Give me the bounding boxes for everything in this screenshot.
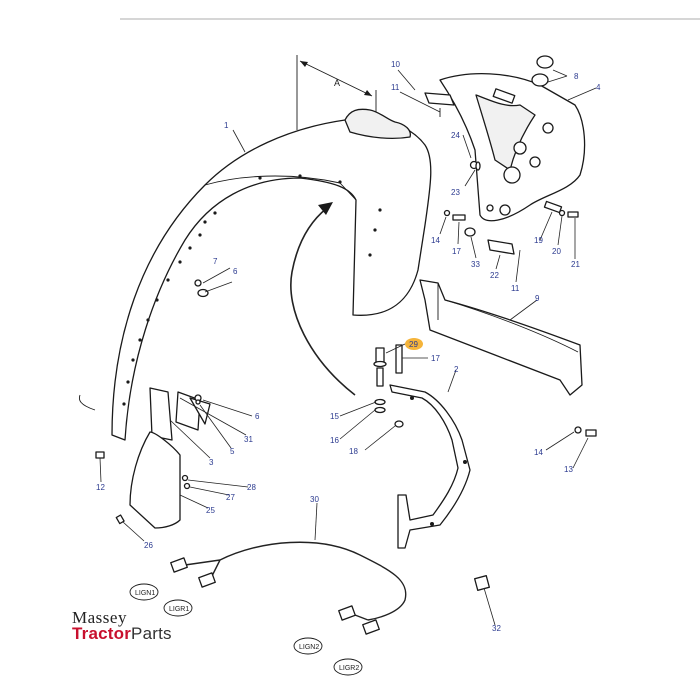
callout-19: 19 bbox=[534, 236, 543, 245]
callout-14: 14 bbox=[431, 236, 440, 245]
callout-31: 31 bbox=[244, 435, 253, 444]
callout-12: 12 bbox=[96, 483, 105, 492]
dimension-label: A bbox=[334, 78, 340, 88]
callout-17: 17 bbox=[431, 354, 440, 363]
callout-33: 33 bbox=[471, 260, 480, 269]
connector-label: LIGN2 bbox=[299, 644, 319, 651]
callout-7: 7 bbox=[213, 257, 218, 266]
callout-27: 27 bbox=[226, 493, 235, 502]
brand-logo-line1: Massey bbox=[72, 608, 127, 627]
callout-2: 2 bbox=[454, 365, 459, 374]
connector-label: LIGR2 bbox=[339, 665, 359, 672]
connector-label: LIGR1 bbox=[169, 606, 189, 613]
callout-10: 10 bbox=[391, 60, 400, 69]
callout-numbers: 1 2 3 4 5 6 6 7 8 9 10 11 11 12 13 14 14… bbox=[96, 60, 601, 633]
bracket-housing-part-4 bbox=[439, 73, 586, 222]
callout-11: 11 bbox=[511, 284, 520, 293]
plates-part-3-5 bbox=[149, 387, 211, 441]
callout-20: 20 bbox=[552, 247, 561, 256]
small-hardware bbox=[95, 160, 597, 591]
callout-3: 3 bbox=[209, 458, 214, 467]
callout-23: 23 bbox=[451, 188, 460, 197]
wiring-harness-part-30 bbox=[170, 541, 407, 635]
callout-8: 8 bbox=[574, 72, 579, 81]
plate-part-10 bbox=[424, 92, 455, 117]
caps-part-8 bbox=[531, 55, 554, 87]
mudflap-part-25 bbox=[129, 431, 181, 529]
callout-32: 32 bbox=[492, 624, 501, 633]
callout-4: 4 bbox=[596, 83, 601, 92]
callout-28: 28 bbox=[247, 483, 256, 492]
callout-6: 6 bbox=[233, 267, 238, 276]
connector-label: LIGN1 bbox=[135, 590, 155, 597]
callout-5: 5 bbox=[230, 447, 235, 456]
callout-6: 6 bbox=[255, 412, 260, 421]
callout-11: 11 bbox=[391, 83, 400, 92]
support-bar-part-9 bbox=[419, 279, 583, 396]
brand-logo-tail: Parts bbox=[131, 624, 172, 643]
leader-lines bbox=[99, 69, 597, 626]
connector-labels: LIGN1 LIGR1 LIGN2 LIGR2 bbox=[129, 583, 363, 676]
callout-16: 16 bbox=[330, 436, 339, 445]
callout-29: 29 bbox=[409, 340, 418, 349]
callout-26: 26 bbox=[144, 541, 153, 550]
brand-logo-main: Tractor bbox=[72, 624, 132, 643]
callout-24: 24 bbox=[451, 131, 460, 140]
callout-9: 9 bbox=[535, 294, 540, 303]
frame-part-2 bbox=[389, 384, 471, 549]
bolt-stack bbox=[373, 344, 404, 428]
callout-14: 14 bbox=[534, 448, 543, 457]
callout-21: 21 bbox=[571, 260, 580, 269]
fender-part-1 bbox=[78, 108, 432, 441]
callout-25: 25 bbox=[206, 506, 215, 515]
brand-logo-line2: TractorParts bbox=[72, 624, 172, 644]
callout-15: 15 bbox=[330, 412, 339, 421]
callout-1: 1 bbox=[224, 121, 229, 130]
mounting-arrow bbox=[290, 202, 356, 396]
callout-22: 22 bbox=[490, 271, 499, 280]
callout-30: 30 bbox=[310, 495, 319, 504]
highlight-marker bbox=[405, 338, 423, 350]
callout-13: 13 bbox=[564, 465, 573, 474]
callout-17: 17 bbox=[452, 247, 461, 256]
callout-18: 18 bbox=[349, 447, 358, 456]
